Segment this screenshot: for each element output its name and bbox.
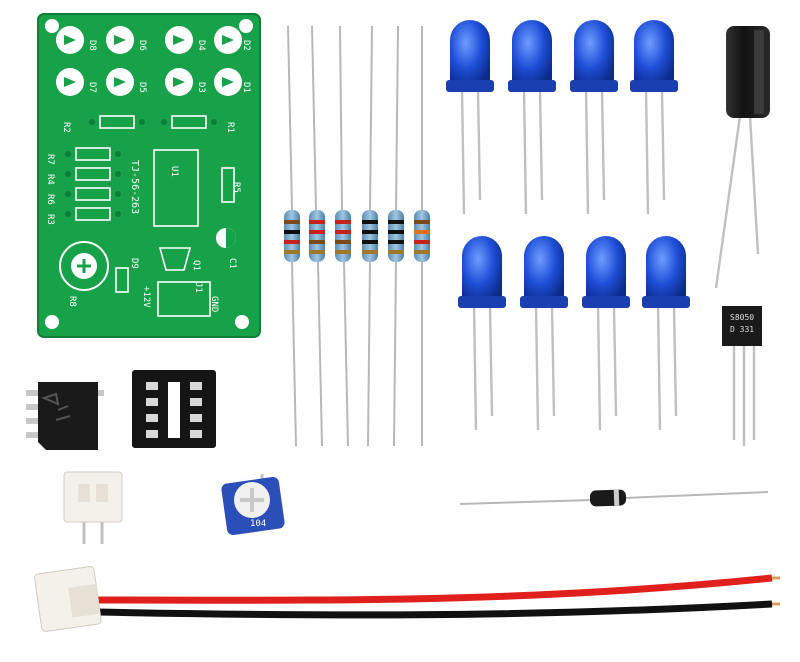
power-cable (34, 566, 780, 632)
transistor-marking-1: S8050 (730, 313, 754, 322)
resistors (284, 25, 430, 447)
electrolytic-capacitor (714, 26, 770, 289)
label-board-code: TJ-56-263 (129, 160, 140, 214)
pcb-pads (65, 119, 217, 217)
two-pin-header (63, 471, 123, 544)
label-d8: D8 (87, 40, 97, 51)
diode (459, 489, 769, 507)
label-d3: D3 (196, 82, 206, 93)
label-j1: J1 (193, 282, 203, 293)
label-u1: U1 (169, 166, 179, 177)
label-q1: Q1 (191, 260, 201, 271)
label-d9: D9 (129, 258, 139, 269)
label-v12: +12V (141, 286, 151, 308)
led-footprints (56, 26, 242, 96)
label-r2: R2 (61, 122, 71, 133)
label-d7: D7 (87, 82, 97, 93)
label-r8: R8 (67, 296, 77, 307)
trimmer-potentiometer: 104 (221, 474, 285, 536)
label-r1: R1 (225, 122, 235, 133)
label-d1: D1 (241, 82, 251, 93)
label-d5: D5 (137, 82, 147, 93)
label-c1: C1 (227, 258, 237, 269)
label-d6: D6 (137, 40, 147, 51)
label-r7: R7 (45, 154, 55, 165)
trimpot-marking: 104 (250, 519, 266, 529)
label-r3: R3 (45, 214, 55, 225)
label-d4: D4 (196, 40, 206, 51)
transistor: S8050 D 331 (722, 306, 762, 446)
transistor-marking-2: D 331 (730, 325, 754, 334)
label-r6: R6 (45, 194, 55, 205)
label-r5: R5 (231, 182, 241, 193)
blue-leds (446, 20, 690, 431)
trimpot-footprint (59, 241, 109, 291)
ic-chip (26, 382, 104, 450)
resistor-footprints (75, 115, 235, 227)
label-d2: D2 (241, 40, 251, 51)
pcb-board: D8 D6 D4 D2 D7 D5 D3 D1 R2 R1 R7 R4 R6 R… (37, 13, 261, 338)
ic-socket (132, 370, 216, 448)
label-gnd: GND (209, 296, 219, 312)
label-r4: R4 (45, 174, 55, 185)
